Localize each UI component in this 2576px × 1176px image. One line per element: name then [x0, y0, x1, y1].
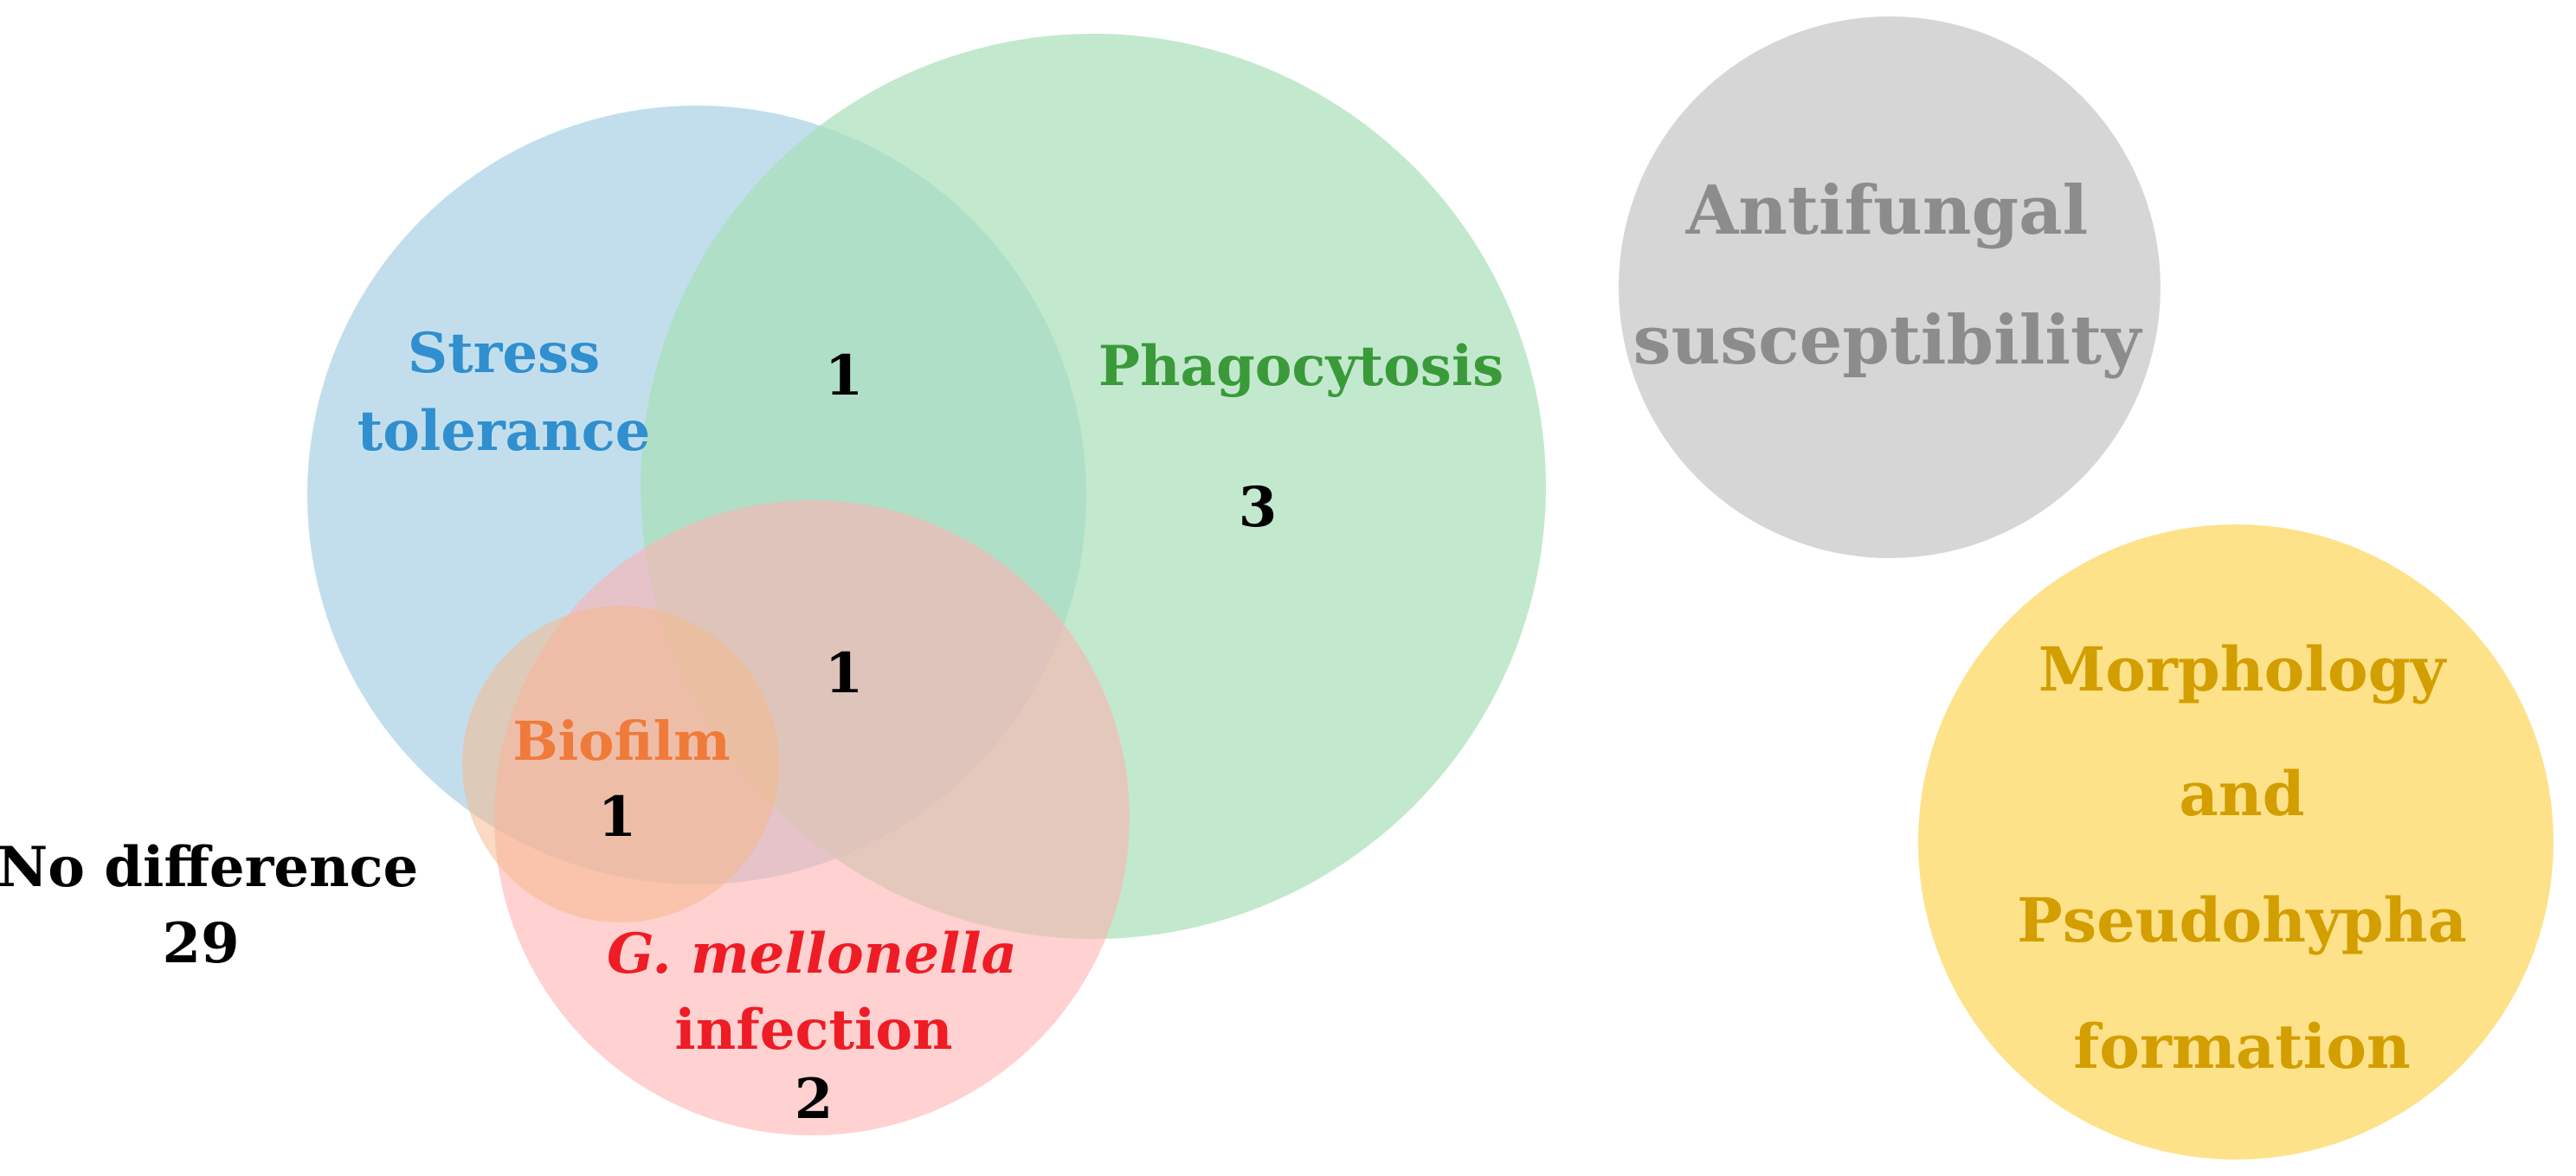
count-biofilm: 1 [598, 785, 637, 850]
antifungal-label-line1: Antifungal [1685, 171, 2089, 250]
morphology-label-line4: formation [2073, 1011, 2411, 1083]
gmellonella-label-italic: G. mellonella [607, 922, 1017, 986]
biofilm-label: Biofilm [512, 710, 731, 773]
count-stress-phagocytosis: 1 [825, 344, 864, 408]
count-gmellonella: 2 [795, 1067, 834, 1132]
morphology-circle [1918, 524, 2553, 1160]
phagocytosis-label: Phagocytosis [1098, 334, 1504, 399]
antifungal-label-line2: susceptibility [1633, 301, 2143, 380]
antifungal-circle [1619, 16, 2161, 558]
morphology-label-line1: Morphology [2038, 633, 2448, 705]
count-phagocytosis: 3 [1239, 475, 1278, 540]
no-difference-label: No difference [0, 835, 418, 900]
gmellonella-label-rest: infection [674, 998, 952, 1063]
count-no-difference: 29 [162, 911, 239, 976]
morphology-label-line2: and [2179, 758, 2304, 830]
biofilm-circle [462, 606, 779, 922]
count-center: 1 [825, 641, 864, 706]
stress-tolerance-label-line2: tolerance [357, 399, 651, 464]
morphology-label-line3: Pseudohypha [2017, 884, 2467, 956]
stress-tolerance-label-line1: Stress [408, 321, 600, 386]
